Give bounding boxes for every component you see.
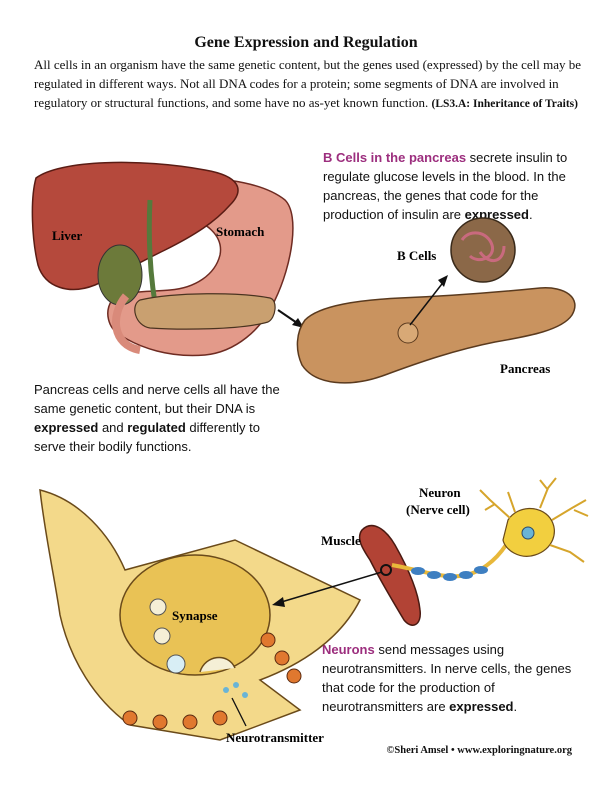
receptor <box>260 632 276 648</box>
synapse-pointer-head <box>272 597 285 607</box>
intro-paragraph: All cells in an organism have the same g… <box>34 55 582 114</box>
bcells-text-1: secrete insulin to regulate glucose leve… <box>323 150 568 222</box>
liver-illustration <box>31 161 239 291</box>
vesicle-3 <box>166 654 186 674</box>
neurotransmitter-dot <box>223 687 229 693</box>
bcells-text-2: . <box>528 207 533 222</box>
neurotransmitter-dot <box>242 692 248 698</box>
receptor <box>122 710 138 726</box>
neurotransmitter-dot <box>233 682 239 688</box>
receptor <box>286 668 302 684</box>
receptor <box>274 650 290 666</box>
synapse-pointer-line <box>277 571 383 604</box>
middle-bold-1: expressed <box>34 420 99 435</box>
bcells-pointer-line <box>409 279 446 326</box>
neuron-label: Neuron <box>419 485 461 500</box>
credit-line: ©Sheri Amsel • www.exploringnature.org <box>386 745 572 756</box>
stomach-label: Stomach <box>216 224 265 239</box>
pancreas-label: Pancreas <box>500 361 550 376</box>
neuron-paragraph: Neurons send messages using neurotransmi… <box>322 640 592 716</box>
synaptic-knob <box>119 554 271 676</box>
middle-paragraph: Pancreas cells and nerve cells all have … <box>34 380 294 456</box>
synapse-label: Synapse <box>172 608 218 623</box>
neuron-highlight: Neurons <box>322 642 375 657</box>
digestive-organs-illustration <box>31 161 294 357</box>
myelin-sheath <box>411 566 488 581</box>
neuron-nucleus <box>521 526 535 540</box>
middle-text-3: differently to serve their bodily functi… <box>34 420 260 454</box>
neurotransmitter-pointer <box>231 697 247 727</box>
duodenum-illustration <box>111 293 142 354</box>
liver-label: Liver <box>52 228 83 243</box>
pancreas-illustration <box>296 287 576 384</box>
vesicle-release <box>199 656 236 673</box>
neuromuscular-junction-marker <box>380 564 392 576</box>
bcells-magnified-circle <box>450 217 516 283</box>
bcells-paragraph: B Cells in the pancreas secrete insulin … <box>323 148 588 224</box>
vesicle-2 <box>153 627 171 645</box>
synapse-illustration <box>39 489 362 741</box>
bcells-magnified-detail <box>460 231 506 262</box>
middle-bold-2: regulated <box>127 420 186 435</box>
neurotransmitter-label: Neurotransmitter <box>226 730 324 745</box>
middle-text-1: Pancreas cells and nerve cells all have … <box>34 382 280 416</box>
neuron-dendrites <box>479 477 589 563</box>
receptor <box>182 714 198 730</box>
neuron-text-1: send messages using neurotransmitters. I… <box>322 642 572 714</box>
islet-marker <box>397 322 419 344</box>
muscle-label: Muscle <box>321 533 361 548</box>
middle-text-2: and <box>98 420 128 435</box>
nerve-cell-label: (Nerve cell) <box>406 502 470 517</box>
neuron-text-2: . <box>513 699 518 714</box>
standard-reference: (LS3.A: Inheritance of Traits) <box>431 98 578 110</box>
bcells-label: B Cells <box>397 248 436 263</box>
gallbladder-illustration <box>97 244 143 306</box>
intro-text: All cells in an organism have the same g… <box>34 57 582 110</box>
small-pancreas-illustration <box>134 293 276 330</box>
page-title: Gene Expression and Regulation <box>194 34 418 51</box>
receptor <box>152 714 168 730</box>
receptor <box>212 710 228 726</box>
muscle-illustration <box>358 524 421 626</box>
bcells-pointer-head <box>438 275 448 287</box>
neuron-bold: expressed <box>449 699 514 714</box>
bcells-highlight: B Cells in the pancreas <box>323 150 467 165</box>
vesicle-1 <box>149 598 167 616</box>
